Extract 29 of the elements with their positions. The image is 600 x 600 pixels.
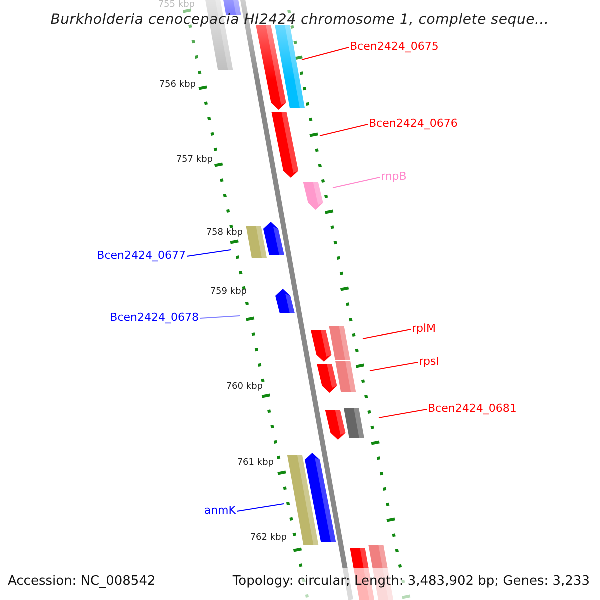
leader-line — [320, 124, 368, 136]
footer-text: Topology: circular; Length: 3,483,902 bp; Genes: 3,233 — [232, 574, 590, 589]
leader-line — [236, 504, 284, 512]
gene-label: Bcen2424_0675 — [350, 40, 439, 53]
gene-label: rpsI — [419, 355, 440, 368]
gene-label: Bcen2424_0676 — [369, 117, 458, 130]
scale-label: 757 kbp — [176, 155, 213, 165]
gene-label: rplM — [412, 322, 436, 335]
leader-line — [302, 47, 350, 60]
scale-label: 762 kbp — [250, 533, 287, 543]
gene-label: Bcen2424_0677 — [97, 249, 186, 262]
leader-line — [362, 329, 412, 340]
gene-label: Bcen2424_0681 — [428, 402, 517, 415]
leader-line — [370, 362, 418, 372]
scale-label: 755 kbp — [158, 0, 195, 10]
leader-line — [200, 316, 240, 319]
scale-label: 759 kbp — [210, 287, 247, 297]
leader-line — [378, 409, 428, 418]
gene-label: anmK — [204, 504, 236, 517]
gene-label: Bcen2424_0678 — [110, 311, 199, 324]
leader-line — [332, 177, 380, 188]
scale-label: 761 kbp — [237, 458, 274, 468]
leader-line — [186, 250, 232, 257]
scale-label: 760 kbp — [226, 382, 263, 392]
title: Burkholderia cenocepacia HI2424 chromosome 1, complete seque... — [50, 12, 550, 28]
scale-label: 758 kbp — [206, 228, 243, 238]
scale-label: 756 kbp — [159, 80, 196, 90]
footer-text: Accession: NC_008542 — [8, 574, 156, 589]
gene-label: rnpB — [381, 170, 407, 183]
